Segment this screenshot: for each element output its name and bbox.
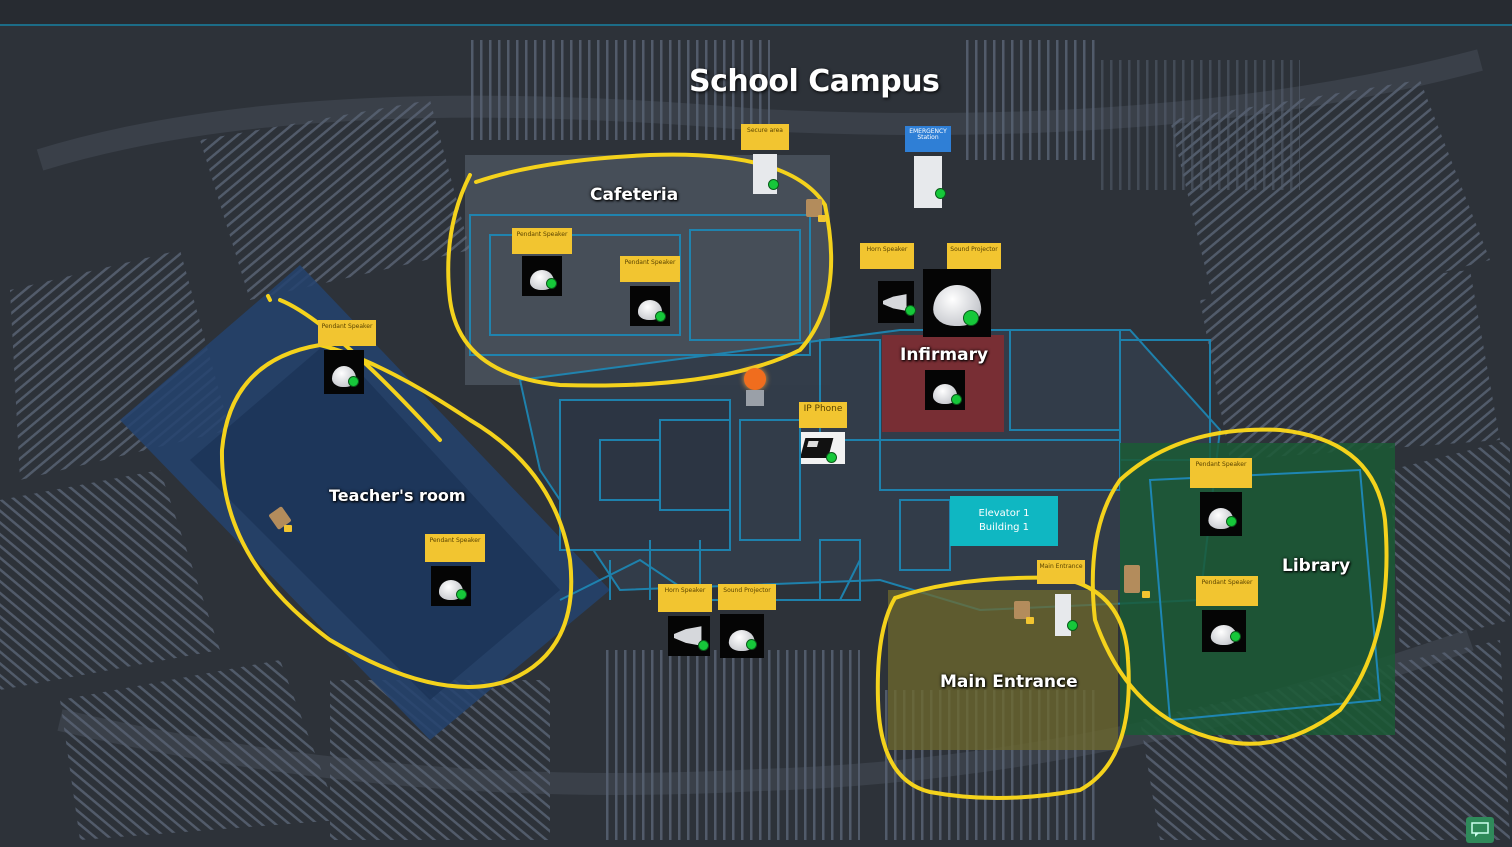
door-lock-icon[interactable]	[1122, 562, 1150, 598]
pendant-speaker-icon	[1202, 610, 1246, 652]
status-online-icon	[546, 278, 557, 289]
status-online-icon	[905, 305, 916, 316]
zone-label-library: Library	[1282, 556, 1351, 576]
status-online-icon	[935, 188, 946, 199]
page-title: School Campus	[689, 64, 940, 99]
status-online-icon	[1226, 516, 1237, 527]
horn-speaker-south[interactable]: Horn Speaker	[658, 584, 712, 656]
horn-speaker-icon	[878, 281, 914, 323]
pendant-speaker-teachers-2[interactable]: Pendant Speaker	[425, 534, 485, 608]
device-tag: Secure area	[741, 124, 789, 150]
ip-phone-icon	[800, 432, 845, 464]
status-online-icon	[746, 639, 757, 650]
device-tag: Pendant Speaker	[512, 228, 572, 254]
main-entrance-area	[888, 590, 1118, 750]
status-online-icon	[951, 394, 962, 405]
device-tag: Sound Projector	[947, 243, 1001, 269]
door-lock-icon[interactable]	[1012, 598, 1034, 624]
pendant-speaker-teachers-1[interactable]: Pendant Speaker	[318, 320, 376, 395]
sound-projector-south[interactable]: Sound Projector	[718, 584, 776, 658]
secure-area-intercom[interactable]: Secure area	[741, 124, 789, 196]
device-tag: Horn Speaker	[658, 584, 712, 612]
pendant-speaker-icon	[431, 566, 471, 606]
device-tag: Main Entrance	[1037, 560, 1085, 584]
building-label: Building 1	[978, 522, 1030, 533]
device-tag: Pendant Speaker	[425, 534, 485, 562]
status-online-icon	[655, 311, 666, 322]
pendant-speaker-library-1[interactable]: Pendant Speaker	[1190, 458, 1252, 536]
door-lock-icon[interactable]	[268, 506, 292, 532]
chat-button[interactable]	[1466, 817, 1494, 843]
emergency-station[interactable]: EMERGENCY Station	[905, 126, 951, 212]
device-tag: Sound Projector	[718, 584, 776, 610]
status-online-icon	[1230, 631, 1241, 642]
zone-label-teachers-room: Teacher's room	[329, 486, 466, 505]
device-tag: Pendant Speaker	[318, 320, 376, 346]
pendant-speaker-icon	[1200, 492, 1242, 536]
zone-label-infirmary: Infirmary	[900, 345, 989, 365]
sound-projector-infirmary[interactable]: Sound Projector	[921, 243, 1001, 338]
sound-projector-icon	[923, 269, 991, 337]
pendant-speaker-icon	[522, 256, 562, 296]
sound-projector-icon	[720, 614, 764, 658]
device-tag: EMERGENCY Station	[905, 126, 951, 152]
status-online-icon	[963, 310, 979, 326]
pendant-speaker-icon	[324, 350, 364, 394]
pendant-speaker-cafeteria-2[interactable]: Pendant Speaker	[620, 256, 680, 328]
top-bar	[0, 0, 1512, 26]
status-online-icon	[1067, 620, 1078, 631]
elevator-info-box[interactable]: Elevator 1 Building 1	[950, 496, 1058, 546]
status-online-icon	[826, 452, 837, 463]
parking-lots	[0, 40, 1510, 840]
main-entrance-intercom[interactable]: Main Entrance	[1037, 560, 1085, 640]
device-tag: Pendant Speaker	[1196, 576, 1258, 606]
pendant-speaker-infirmary[interactable]	[925, 370, 965, 410]
door-lock-icon[interactable]	[804, 196, 826, 222]
device-tag: IP Phone	[799, 402, 847, 428]
status-online-icon	[698, 640, 709, 651]
status-online-icon	[348, 376, 359, 387]
chat-icon	[1471, 822, 1489, 837]
ip-phone[interactable]: IP Phone	[799, 402, 847, 466]
zone-label-main-entrance: Main Entrance	[940, 672, 1078, 692]
horn-speaker-infirmary[interactable]: Horn Speaker	[860, 243, 916, 323]
emergency-phone-icon	[914, 156, 942, 208]
device-tag: Pendant Speaker	[620, 256, 680, 282]
elevator-label: Elevator 1	[978, 508, 1030, 519]
status-online-icon	[768, 179, 779, 190]
status-online-icon	[456, 589, 467, 600]
device-tag: Horn Speaker	[860, 243, 914, 269]
alarm-icon[interactable]	[742, 368, 768, 408]
pendant-speaker-library-2[interactable]: Pendant Speaker	[1196, 576, 1258, 652]
device-tag: Pendant Speaker	[1190, 458, 1252, 488]
zone-label-cafeteria: Cafeteria	[590, 185, 679, 205]
pendant-speaker-cafeteria-1[interactable]: Pendant Speaker	[512, 228, 572, 298]
